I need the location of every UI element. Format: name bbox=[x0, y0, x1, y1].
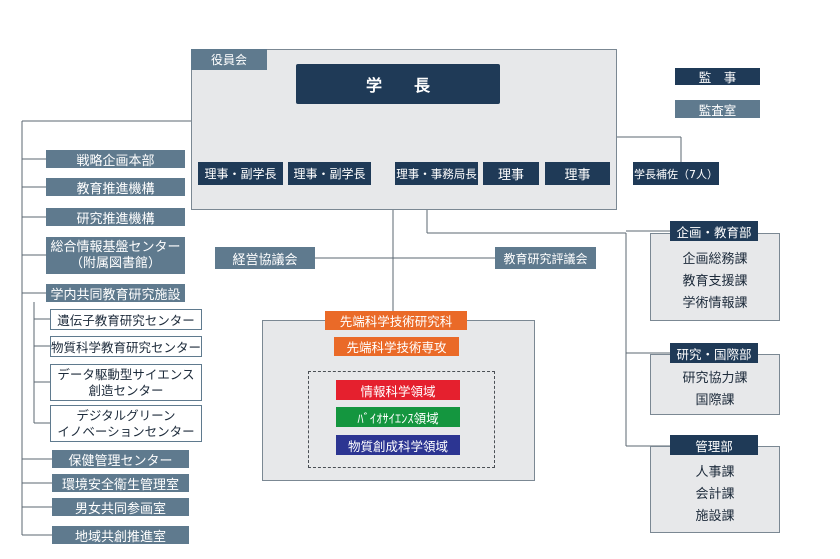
section-item[interactable]: 国際課 bbox=[695, 392, 735, 408]
department-planning-education[interactable]: 企画・教育部 bbox=[670, 221, 758, 241]
info-center-label: 総合情報基盤センター bbox=[50, 239, 181, 255]
facility-gene-center[interactable]: 遺伝子教育研究センター bbox=[50, 309, 202, 330]
section-item[interactable]: 学術情報課 bbox=[682, 296, 748, 311]
facility-data-science-center[interactable]: データ駆動型サイエンス 創造センター bbox=[50, 364, 202, 401]
department-research-international[interactable]: 研究・国際部 bbox=[670, 343, 758, 363]
area-bioscience[interactable]: ﾊﾞｲｵｻｲｴﾝｽ領域 bbox=[336, 407, 460, 427]
executive-box-3[interactable]: 理事・事務局長 bbox=[395, 162, 478, 185]
education-organization-box[interactable]: 教育推進機構 bbox=[46, 178, 185, 197]
board-label: 役員会 bbox=[191, 49, 267, 70]
shared-facilities-box[interactable]: 学内共同教育研究施設 bbox=[46, 284, 185, 303]
info-center-box[interactable]: 総合情報基盤センター （附属図書館） bbox=[46, 237, 185, 274]
executive-box-5[interactable]: 理事 bbox=[545, 162, 610, 185]
areas-frame bbox=[308, 371, 495, 468]
department-panel-planning: 企画総務課 教育支援課 学術情報課 bbox=[650, 233, 780, 321]
area-informatics[interactable]: 情報科学領域 bbox=[336, 380, 460, 400]
gender-equality-box[interactable]: 男女共同参画室 bbox=[52, 498, 189, 517]
auditor-box[interactable]: 監 事 bbox=[675, 68, 760, 85]
area-materials[interactable]: 物質創成科学領域 bbox=[336, 435, 460, 455]
facility-data-science-line2: 創造センター bbox=[88, 382, 164, 398]
facility-digital-green-line1: デジタルグリーン bbox=[76, 407, 176, 423]
facility-digital-green-line2: イノベーションセンター bbox=[57, 423, 195, 439]
executive-box-2[interactable]: 理事・副学長 bbox=[288, 162, 371, 185]
facility-materials-center[interactable]: 物質科学教育研究センター bbox=[50, 336, 202, 357]
graduate-major-box[interactable]: 先端科学技術専攻 bbox=[334, 337, 459, 356]
executive-box-4[interactable]: 理事 bbox=[483, 162, 539, 185]
management-council-box[interactable]: 経営協議会 bbox=[215, 247, 315, 269]
health-center-box[interactable]: 保健管理センター bbox=[52, 450, 189, 469]
president-box[interactable]: 学 長 bbox=[296, 64, 500, 104]
regional-cocreation-box[interactable]: 地域共創推進室 bbox=[52, 526, 189, 545]
environment-safety-box[interactable]: 環境安全衛生管理室 bbox=[52, 474, 189, 493]
executive-box-1[interactable]: 理事・副学長 bbox=[198, 162, 283, 185]
section-item[interactable]: 研究協力課 bbox=[682, 370, 748, 386]
section-item[interactable]: 会計課 bbox=[695, 486, 735, 502]
facility-digital-green-center[interactable]: デジタルグリーン イノベーションセンター bbox=[50, 405, 202, 442]
department-panel-research: 研究協力課 国際課 bbox=[650, 354, 780, 415]
library-label: （附属図書館） bbox=[69, 255, 161, 271]
section-item[interactable]: 施設課 bbox=[695, 508, 735, 524]
department-panel-administration: 人事課 会計課 施設課 bbox=[650, 446, 780, 533]
graduate-school-box[interactable]: 先端科学技術研究科 bbox=[325, 311, 467, 330]
education-research-council-box[interactable]: 教育研究評議会 bbox=[495, 247, 596, 269]
department-administration[interactable]: 管理部 bbox=[670, 435, 758, 455]
section-item[interactable]: 教育支援課 bbox=[682, 274, 748, 289]
facility-data-science-line1: データ駆動型サイエンス bbox=[57, 366, 195, 382]
audit-office-box[interactable]: 監査室 bbox=[675, 100, 760, 118]
research-organization-box[interactable]: 研究推進機構 bbox=[46, 208, 185, 227]
section-item[interactable]: 人事課 bbox=[695, 464, 735, 480]
advisors-box[interactable]: 学長補佐（7人） bbox=[633, 162, 719, 185]
strategy-headquarters-box[interactable]: 戦略企画本部 bbox=[46, 150, 185, 169]
section-item[interactable]: 企画総務課 bbox=[682, 252, 748, 267]
